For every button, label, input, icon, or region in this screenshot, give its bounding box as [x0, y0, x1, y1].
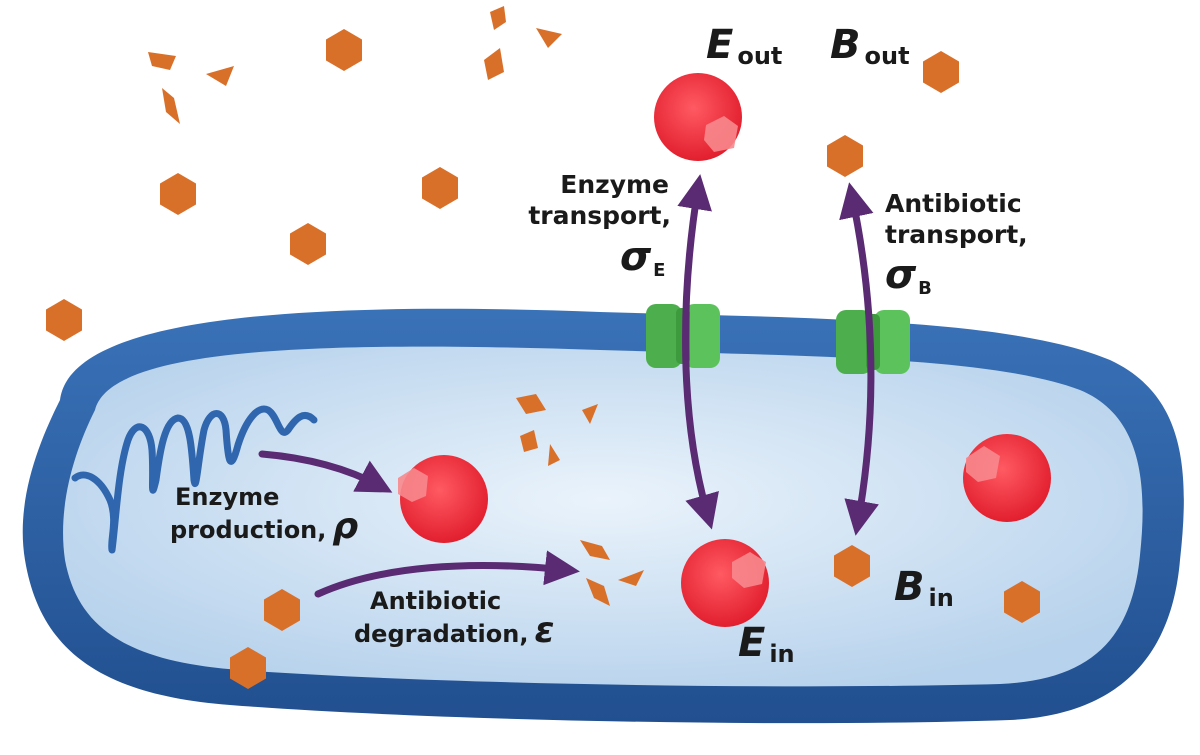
antibiotic-fragment — [548, 444, 560, 466]
antibiotic-molecule — [46, 299, 82, 341]
antibiotic-fragment — [536, 28, 562, 48]
antibiotic-fragments-inside — [516, 394, 644, 606]
antibiotic-fragment — [490, 6, 506, 30]
antibiotic-fragment — [582, 404, 598, 424]
antibiotic-fragment — [206, 66, 234, 86]
antibiotic-fragment — [516, 394, 546, 414]
svg-text:Antibiotic: Antibiotic — [885, 189, 1022, 218]
antibiotic-molecule — [923, 51, 959, 93]
svg-text:Antibiotic: Antibiotic — [370, 587, 501, 615]
antibiotic-fragment — [484, 48, 504, 80]
enzymes — [398, 73, 1051, 627]
svg-text:transport,: transport, — [528, 201, 671, 230]
antibiotic-fragment — [520, 430, 538, 452]
antibiotic-molecule — [290, 223, 326, 265]
svg-text:production,ρ: production,ρ — [170, 506, 358, 547]
antibiotic-fragment — [580, 540, 610, 560]
antibiotic-fragment — [162, 88, 180, 124]
mrna-strand — [71, 405, 318, 554]
svg-text:Enzyme: Enzyme — [560, 170, 669, 199]
enzyme-production-arrow — [258, 450, 393, 493]
antibiotic-degradation-label: Antibiotic degradation,ε — [354, 587, 554, 651]
antibiotic-fragment — [586, 578, 610, 606]
enzyme-outside — [654, 73, 742, 161]
svg-text:σB: σB — [885, 252, 932, 299]
enzyme-right — [963, 434, 1051, 522]
antibiotic-molecule — [160, 173, 196, 215]
antibiotic-degradation-arrow — [314, 550, 580, 598]
process-arrows — [258, 174, 879, 598]
svg-text:σE: σE — [620, 234, 665, 281]
antibiotic-transport-arrow — [839, 182, 879, 536]
enzyme-produced — [398, 455, 488, 543]
antibiotic-molecule — [326, 29, 362, 71]
svg-text:transport,: transport, — [885, 220, 1028, 249]
antibiotic-molecule — [422, 167, 458, 209]
antibiotic-molecule — [827, 135, 863, 177]
antibiotic-fragment — [618, 570, 644, 586]
svg-text:degradation,ε: degradation,ε — [354, 610, 554, 651]
svg-text:Enzyme: Enzyme — [175, 483, 279, 511]
enzyme-production-label: Enzyme production,ρ — [170, 483, 358, 547]
antibiotic-fragments-outside — [148, 6, 562, 124]
antibiotic-molecules-outside — [46, 29, 959, 341]
enzyme-transport-arrow — [677, 174, 719, 530]
antibiotic-fragment — [148, 52, 176, 70]
enzyme-inside — [681, 539, 769, 627]
